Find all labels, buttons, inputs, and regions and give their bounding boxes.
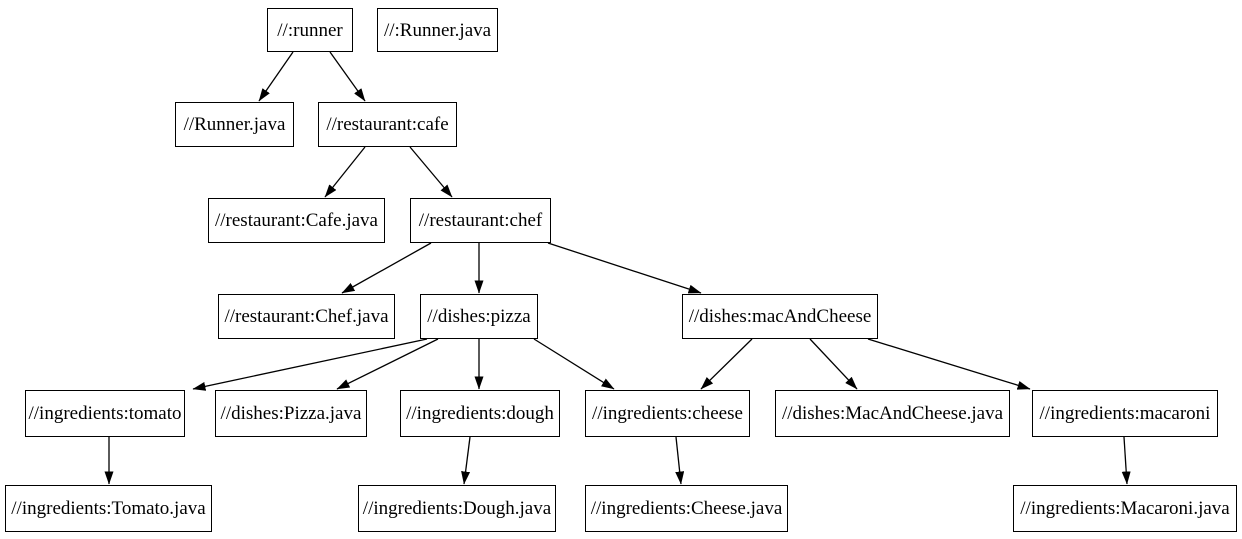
graph-node-runner: //:runner — [267, 8, 353, 52]
graph-node-cafe-java: //restaurant:Cafe.java — [208, 198, 385, 243]
graph-node-runner-java: //Runner.java — [175, 102, 294, 147]
graph-node-runner-java-root: //:Runner.java — [377, 8, 498, 52]
graph-node-cafe: //restaurant:cafe — [318, 102, 457, 147]
edge-runner-to-runner-java — [258, 51, 294, 102]
graph-node-tomato: //ingredients:tomato — [25, 390, 185, 437]
graph-node-dough: //ingredients:dough — [400, 390, 560, 437]
edge-chef-to-mac-and-cheese — [547, 242, 702, 294]
edge-cheese-to-cheese-java — [675, 436, 685, 485]
edge-cafe-to-chef — [409, 146, 453, 198]
edge-mac-and-cheese-to-mac-and-cheese-java — [809, 338, 858, 390]
edge-mac-and-cheese-to-macaroni — [867, 338, 1031, 390]
edge-mac-and-cheese-to-cheese — [700, 338, 753, 390]
graph-node-macaroni-java: //ingredients:Macaroni.java — [1013, 485, 1237, 532]
graph-node-pizza-java: //dishes:Pizza.java — [215, 390, 367, 437]
edge-macaroni-to-macaroni-java — [1121, 436, 1131, 485]
edge-chef-to-chef-java — [341, 242, 432, 294]
graph-node-cheese-java: //ingredients:Cheese.java — [585, 485, 788, 532]
graph-node-macaroni: //ingredients:macaroni — [1032, 390, 1218, 437]
edge-runner-to-cafe — [329, 51, 366, 102]
edge-dough-to-dough-java — [461, 436, 471, 485]
graph-node-mac-and-cheese-java: //dishes:MacAndCheese.java — [775, 390, 1010, 437]
graph-node-tomato-java: //ingredients:Tomato.java — [5, 485, 212, 532]
graph-node-chef: //restaurant:chef — [410, 198, 551, 243]
edge-pizza-to-cheese — [533, 338, 615, 390]
graph-node-mac-and-cheese: //dishes:macAndCheese — [682, 294, 878, 339]
edge-cafe-to-cafe-java — [324, 146, 366, 198]
edge-pizza-to-pizza-java — [336, 338, 439, 390]
edge-pizza-to-tomato — [192, 338, 428, 391]
graph-node-pizza: //dishes:pizza — [420, 294, 538, 339]
graph-node-cheese: //ingredients:cheese — [585, 390, 750, 437]
graph-node-chef-java: //restaurant:Chef.java — [218, 294, 395, 339]
graph-node-dough-java: //ingredients:Dough.java — [358, 485, 556, 532]
